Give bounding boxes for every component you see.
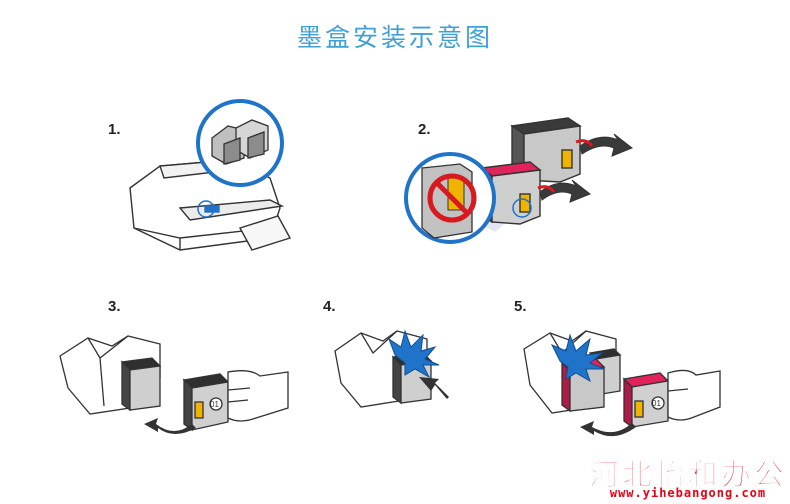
- do-not-touch-circle: [404, 152, 496, 244]
- step-3-number: 3.: [108, 298, 121, 315]
- zoom-circle: [196, 99, 284, 187]
- cartridge-label: 01: [652, 399, 661, 408]
- insert-arrow-icon: [144, 418, 196, 434]
- insert-arrow-icon: [580, 421, 636, 437]
- step-4-number: 4.: [323, 298, 336, 315]
- step-1-printer-illustration: [129, 99, 292, 251]
- watermark-brand: 河北怡和办公: [589, 458, 787, 494]
- step-4-snap-illustration: [334, 329, 449, 408]
- hand-icon: [667, 369, 721, 421]
- snap-burst-icon: [387, 329, 440, 379]
- hand-icon: [227, 370, 289, 422]
- cartridge-label: 01: [210, 400, 219, 409]
- step-5-number: 5.: [514, 298, 527, 315]
- black-cartridge-in-hand-icon: [182, 373, 230, 432]
- black-cartridge-icon: [120, 357, 162, 412]
- push-arrow-icon: [419, 377, 449, 399]
- page-title: 墨盒安装示意图: [296, 23, 493, 52]
- watermark-url: www.yihebangong.com: [609, 486, 767, 500]
- tricolor-cartridge-in-hand-icon: [622, 372, 670, 429]
- step-2-tape-removal-illustration: [404, 117, 633, 244]
- tape-pull-arrow-icon: [537, 133, 633, 203]
- prohibit-icon: [427, 173, 477, 223]
- snap-burst-icon: [550, 333, 605, 383]
- tricolor-cartridge-icon: [480, 161, 542, 225]
- step-5-insert-tricolor-illustration: [523, 330, 721, 437]
- step-3-insert-black-illustration: [59, 335, 289, 434]
- step-2-number: 2.: [418, 121, 431, 138]
- step-1-number: 1.: [108, 121, 121, 138]
